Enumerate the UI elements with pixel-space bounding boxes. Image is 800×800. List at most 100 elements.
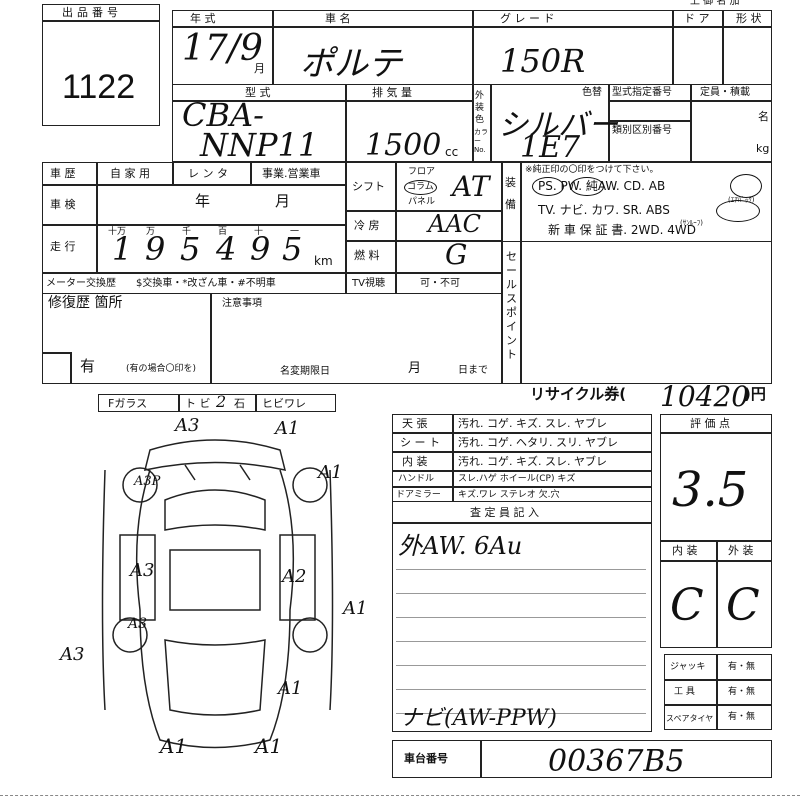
damage-mark-front-left: A3 — [175, 415, 200, 436]
engine-unit: cc — [445, 145, 459, 159]
interior-condition-table — [392, 414, 652, 502]
glass-label: Fガラス — [108, 397, 148, 410]
shift-column: コラム — [404, 180, 437, 195]
shift-floor: フロア — [408, 167, 436, 177]
repair-has-value: 有 — [80, 357, 96, 375]
jack-label: ジャッキ — [670, 662, 706, 672]
pw-circle — [570, 177, 604, 196]
handle-items: スレ.ハゲ ホイール(CP) キズ — [458, 474, 576, 484]
car-damage-diagram — [101, 439, 334, 749]
capacity-label: 定員・積載 — [700, 87, 750, 98]
shift-value: AT — [452, 170, 490, 203]
history-rental: レ ン タ — [188, 167, 228, 180]
mileage-digit-1: 1 — [112, 230, 133, 268]
tools-value: 有・無 — [728, 687, 756, 697]
damage-mark-left-door: A3 — [130, 560, 155, 581]
mirror-items: キズ.ワレ ステレオ 欠.穴 — [458, 490, 560, 500]
inspection-label: 車 検 — [50, 198, 76, 211]
top-right-label: 上 御 名 加 — [690, 0, 740, 7]
history-label: 車 歴 — [50, 167, 76, 180]
model-value-1: CBA- — [182, 96, 264, 134]
engine-label: 排 気 量 — [372, 86, 412, 99]
engine-value: 1500 — [365, 128, 442, 163]
grade-label: グ レ ー ド — [500, 12, 555, 25]
chassis-table — [392, 740, 772, 778]
equipment-row2-sub: (ｻﾝﾙｰﾌ) — [680, 219, 703, 227]
mileage-unit: km — [314, 254, 333, 268]
handle-label: ハンドル — [398, 474, 435, 484]
mileage-digit-6: 5 — [282, 230, 303, 268]
recycle-label: リサイクル券( — [530, 385, 627, 403]
tv-label: TV視聴 — [352, 278, 385, 289]
seat-label: シ ー ト — [400, 436, 440, 449]
tools-label: 工 具 — [674, 687, 695, 697]
ac-value: AAC — [428, 210, 482, 238]
mirror-label: ドアミラー — [396, 490, 441, 500]
inspection-month: 月 — [275, 192, 291, 210]
ceiling-label: 天 張 — [402, 417, 428, 430]
sales-point-box — [502, 242, 772, 384]
tools-table — [664, 654, 772, 730]
damage-mark-left-fender: A3P — [134, 474, 161, 489]
rating-score: 3.5 — [672, 462, 749, 518]
color-code-value: 1E7 — [520, 130, 581, 165]
interior-label: 内 装 — [402, 455, 428, 468]
ps-circle — [532, 177, 564, 196]
damage-mark-left-quarter: A3 — [60, 644, 85, 665]
repair-label: 修復歴 箇所 — [48, 295, 123, 311]
mileage-digit-4: 4 — [216, 230, 237, 268]
glass-chip: ト ビ — [185, 397, 211, 410]
equipment-row3: 新 車 保 証 書. 2WD. 4WD — [548, 223, 696, 237]
meter-exchange-label: メーター交換歴 — [46, 278, 116, 289]
tv-value: 可・不可 — [420, 278, 460, 289]
spare-tire-value: 有・無 — [728, 712, 756, 722]
car-name-label: 車 名 — [325, 12, 351, 25]
category-label: 類別区別番号 — [612, 125, 672, 136]
glass-table — [98, 394, 336, 412]
ab-circle — [730, 174, 762, 198]
damage-mark-left-rear: A3 — [128, 616, 148, 632]
grade-value: 150R — [500, 42, 586, 80]
digit-label-100k: 十万 — [108, 227, 127, 237]
rating-exterior-label: 外 装 — [728, 544, 754, 557]
mileage-digit-5: 9 — [250, 230, 271, 268]
kg-unit: kg — [756, 142, 770, 155]
exterior-color-label: 外装色 — [475, 91, 485, 125]
inspector-lines — [396, 546, 646, 726]
expiry-label: 名変期限日 — [280, 366, 330, 377]
shape-label: 形 状 — [736, 12, 762, 25]
mileage-label: 走 行 — [50, 240, 76, 253]
inspector-line-1: 外AW. 6Au — [398, 532, 523, 560]
damage-mark-right-door: A2 — [282, 566, 307, 587]
digit-label-10: 十 — [254, 227, 264, 237]
type-designation-label: 型式指定番号 — [612, 87, 672, 98]
equipment-label: 装備 — [505, 176, 516, 211]
glass-stone: 石 — [234, 397, 245, 410]
fuel-label: 燃 料 — [354, 249, 380, 262]
spare-tire-label: スペアタイヤ — [666, 714, 714, 723]
fuel-value: G — [445, 238, 468, 271]
ceiling-items: 汚れ. コゲ. キズ. スレ. ヤブレ — [458, 417, 607, 430]
repair-has-note: (有の場合〇印を) — [126, 364, 197, 374]
year-month-unit: 月 — [254, 62, 265, 75]
notes-label: 注意事項 — [222, 298, 262, 309]
rating-label: 評 価 点 — [690, 417, 730, 430]
expiry-month: 月 — [408, 361, 422, 376]
door-label: ド ア — [684, 12, 710, 25]
history-private: 自 家 用 — [110, 167, 150, 180]
lot-number-value: 1122 — [62, 68, 136, 106]
rating-exterior-value: C — [726, 580, 760, 631]
jack-value: 有・無 — [728, 662, 756, 672]
digit-label-1k: 千 — [182, 227, 192, 237]
ac-label: 冷 房 — [354, 219, 380, 232]
damage-mark-rear-right: A1 — [278, 678, 303, 699]
equipment-row2: TV. ナビ. カワ. SR. ABS — [538, 203, 670, 217]
history-table — [42, 162, 502, 294]
recycle-unit: )円 — [744, 385, 766, 403]
inspector-label: 査 定 員 記 入 — [470, 506, 539, 519]
history-business: 事業.営業車 — [262, 167, 321, 180]
chassis-label: 車台番号 — [404, 752, 448, 765]
inspector-table — [392, 502, 652, 732]
damage-mark-rear-bumper-left: A1 — [160, 734, 188, 758]
lot-number-box — [42, 4, 160, 126]
